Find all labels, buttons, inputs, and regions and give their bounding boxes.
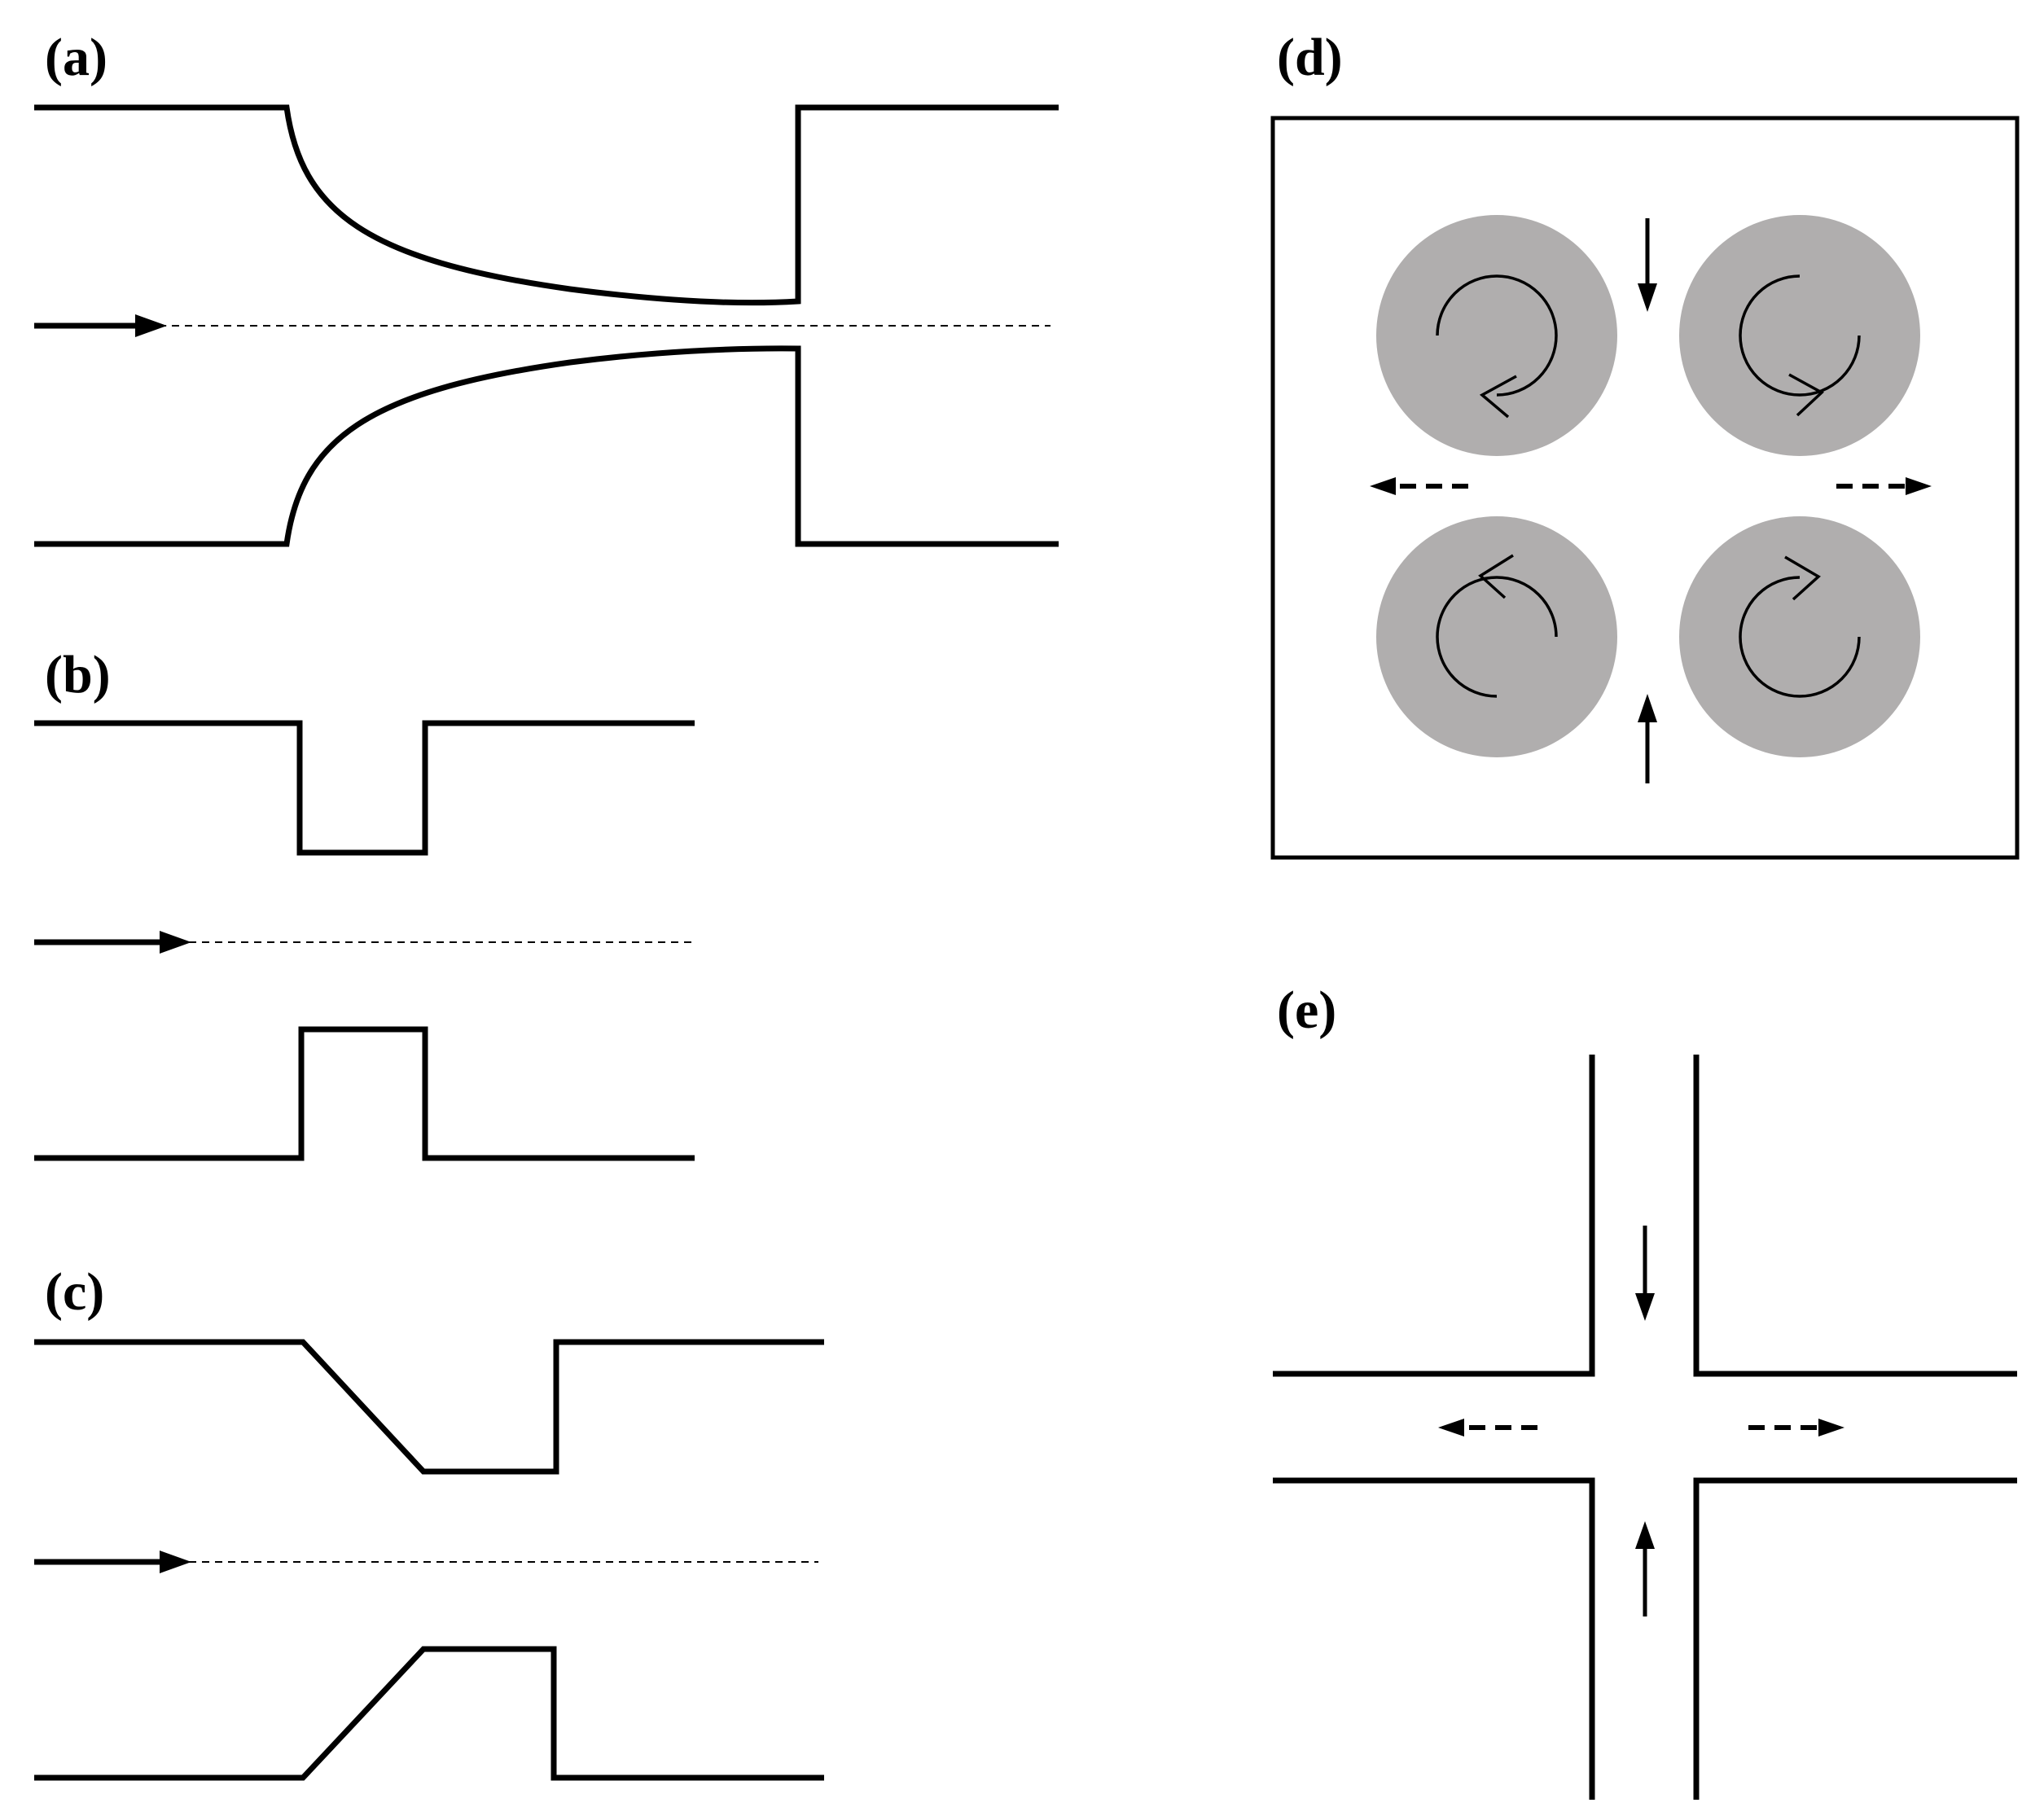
panel-b-label: (b): [45, 645, 111, 704]
panel-a-upper-wall: [34, 104, 1059, 306]
panel-b-lower-wall: [34, 1026, 695, 1161]
panel-d-inflow-bottom-arrow-icon: [1638, 694, 1657, 783]
panel-b: (b): [34, 645, 695, 1161]
cross-slot-top-left-wall: [1273, 1055, 1595, 1377]
cross-slot-bottom-left-wall: [1273, 1477, 1595, 1800]
panel-a-label: (a): [45, 28, 107, 87]
panel-e-label: (e): [1277, 980, 1336, 1040]
panel-e: (e): [1273, 980, 2017, 1800]
cylinder-bottom-left: [1376, 516, 1617, 757]
panel-d-label: (d): [1277, 28, 1343, 87]
panel-e-outflow-left-dashed-arrow-icon: [1438, 1419, 1537, 1437]
panel-c-lower-wall: [34, 1646, 824, 1781]
panel-a-inflow-arrow-icon: [34, 314, 167, 337]
panel-a-lower-wall: [34, 345, 1059, 547]
panel-b-inflow-arrow-icon: [34, 931, 191, 954]
panel-d-inflow-top-arrow-icon: [1638, 218, 1657, 312]
panel-b-upper-wall: [34, 720, 695, 856]
cylinder-bottom-right: [1679, 516, 1920, 757]
panel-d-outflow-right-dashed-arrow-icon: [1836, 477, 1932, 495]
panel-c-upper-wall: [34, 1339, 824, 1475]
panel-d: (d): [1270, 28, 2020, 860]
panel-d-domain-box: [1270, 116, 2020, 860]
panel-d-outflow-left-dashed-arrow-icon: [1370, 477, 1468, 495]
panel-c-label: (c): [45, 1262, 104, 1322]
cylinder-top-left: [1376, 215, 1617, 456]
cylinder-top-left-rotation-ccw-icon: [1436, 274, 1558, 419]
panel-a: (a): [34, 28, 1059, 547]
cylinder-top-right: [1679, 215, 1920, 456]
panel-c-inflow-arrow-icon: [34, 1551, 191, 1573]
panel-e-outflow-right-dashed-arrow-icon: [1748, 1419, 1844, 1437]
cylinder-bottom-right-rotation-cw-icon: [1739, 555, 1861, 698]
cross-slot-top-right-wall: [1693, 1055, 2017, 1377]
panel-c: (c): [34, 1262, 824, 1781]
panel-e-inflow-bottom-arrow-icon: [1635, 1521, 1655, 1616]
cross-slot-bottom-right-wall: [1693, 1477, 2017, 1800]
cylinder-bottom-left-rotation-ccw-icon: [1436, 554, 1558, 698]
panel-e-inflow-top-arrow-icon: [1635, 1226, 1655, 1321]
cylinder-top-right-rotation-cw-icon: [1739, 274, 1861, 417]
